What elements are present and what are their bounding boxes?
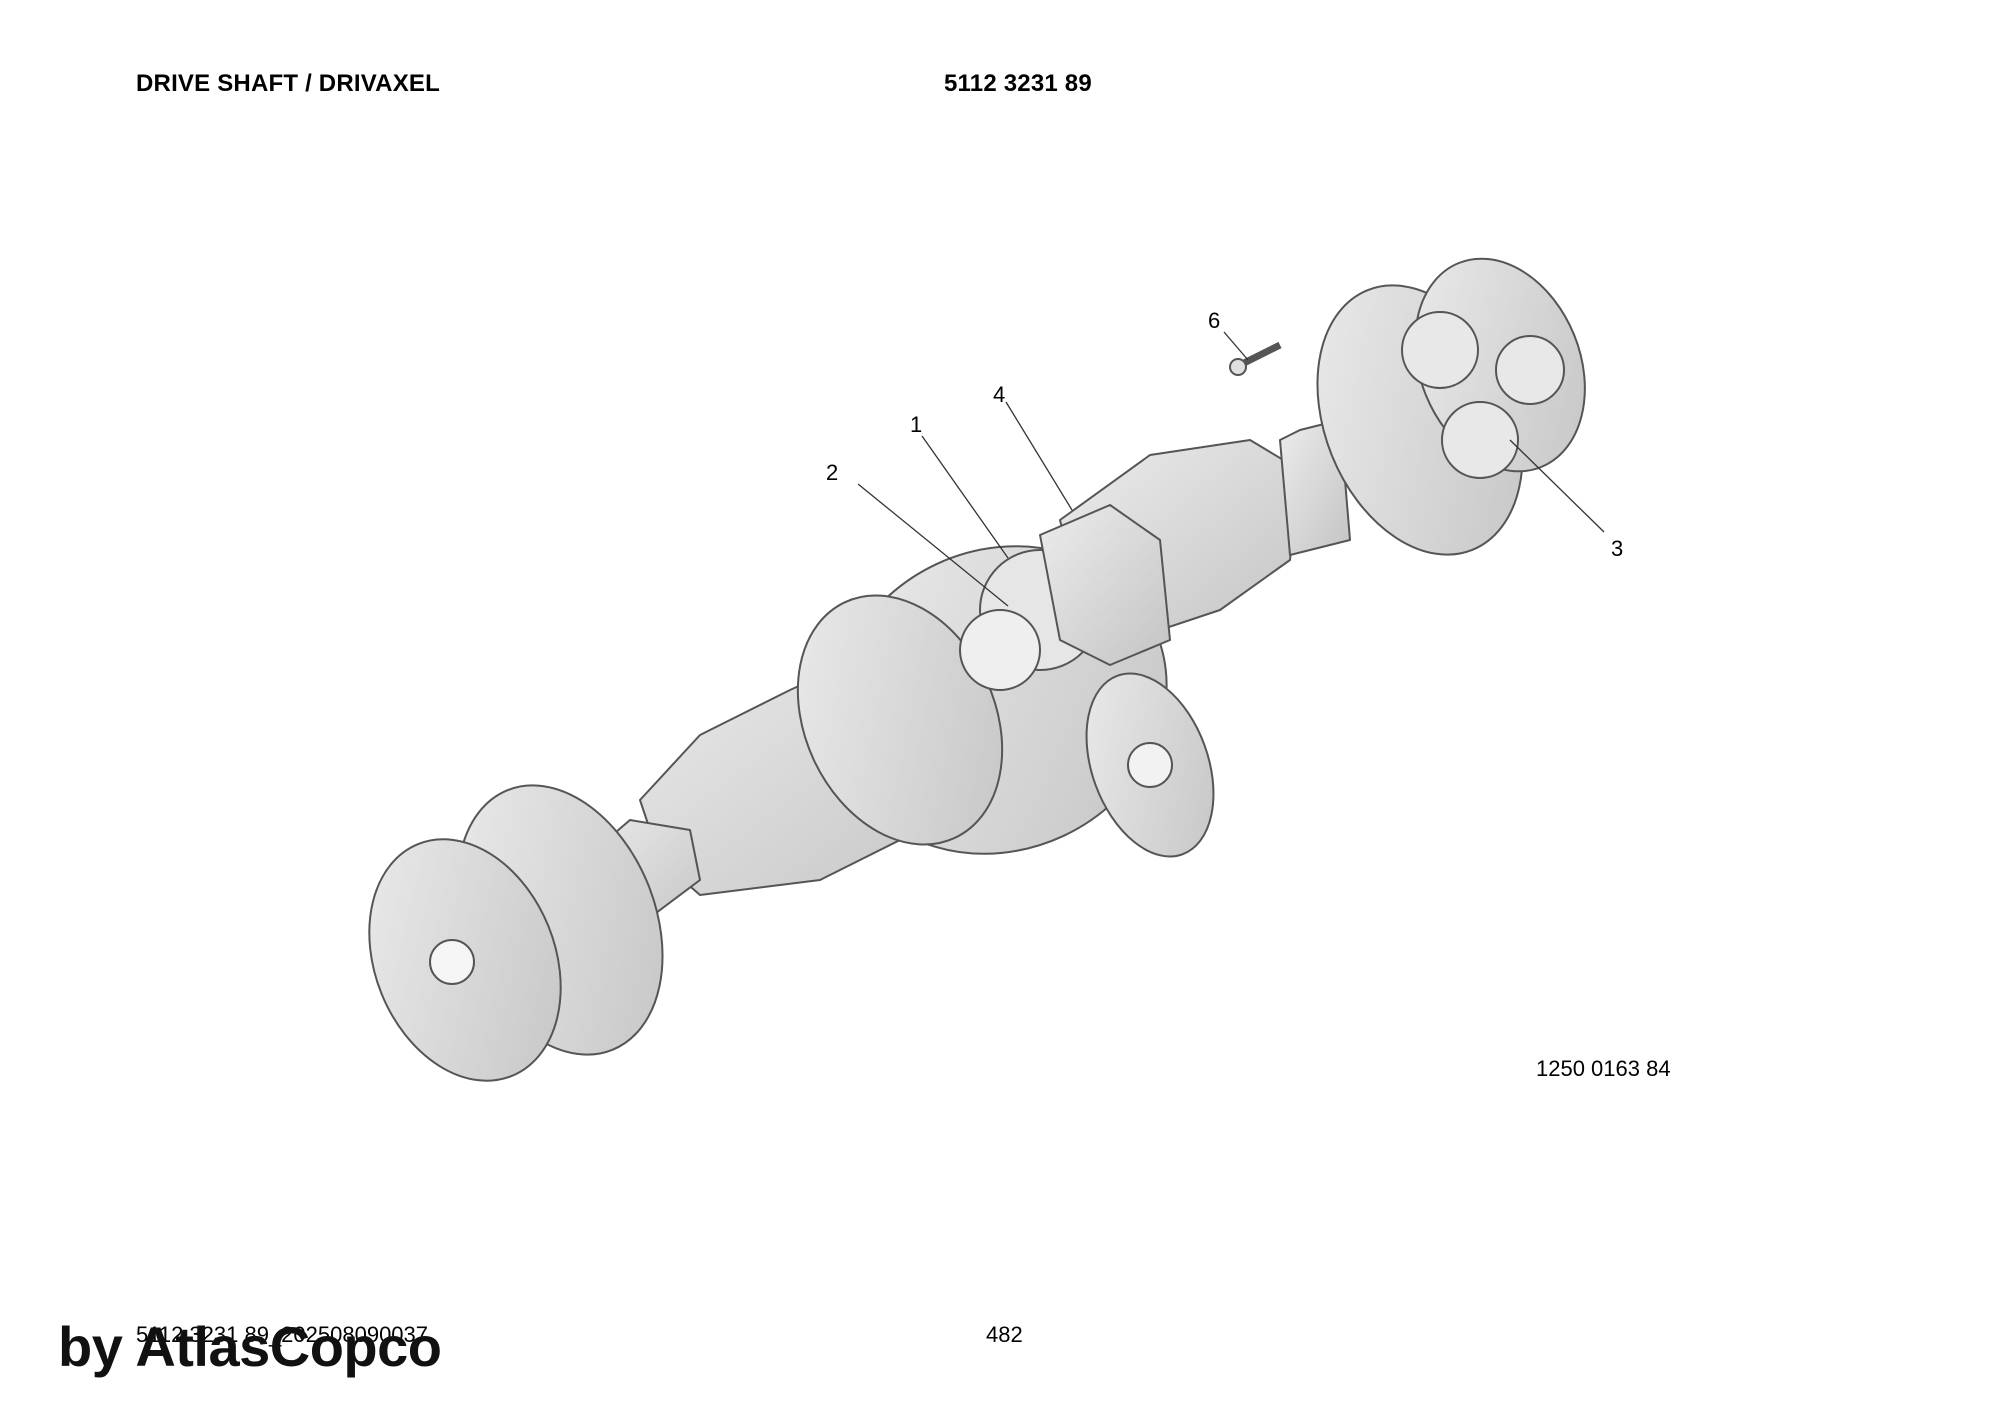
leader-3 xyxy=(1509,439,1605,533)
planetary-gear-3 xyxy=(1495,335,1565,405)
differential-gear xyxy=(959,609,1041,691)
leader-4 xyxy=(1005,401,1073,511)
document-title: DRIVE SHAFT / DRIVAXEL xyxy=(136,70,440,97)
illustration-number: 1250 0163 84 xyxy=(1536,1056,1671,1081)
clutch-pack xyxy=(1039,504,1171,666)
leader-6 xyxy=(1223,331,1249,361)
leader-1 xyxy=(921,435,1009,559)
part-number: 5112 3231 89 xyxy=(944,70,1092,97)
bolt-head xyxy=(1229,358,1247,376)
callout-6: 6 xyxy=(1208,308,1221,333)
hub-center-left xyxy=(429,939,475,985)
footer-reference: 5112 3231 89_202508090037 xyxy=(136,1322,429,1347)
callout-2: 2 xyxy=(826,460,839,485)
watermark: by AtlasCopco xyxy=(58,1315,442,1378)
page-number: 482 xyxy=(986,1322,1023,1347)
bolt-shank xyxy=(1238,341,1282,369)
callout-4: 4 xyxy=(993,382,1006,407)
planetary-gear-2 xyxy=(1441,401,1519,479)
planetary-gear-1 xyxy=(1401,311,1479,389)
pinion-nut xyxy=(1127,742,1173,788)
callout-3: 3 xyxy=(1611,536,1624,561)
callout-1: 1 xyxy=(910,412,923,437)
leader-2 xyxy=(857,483,1009,607)
